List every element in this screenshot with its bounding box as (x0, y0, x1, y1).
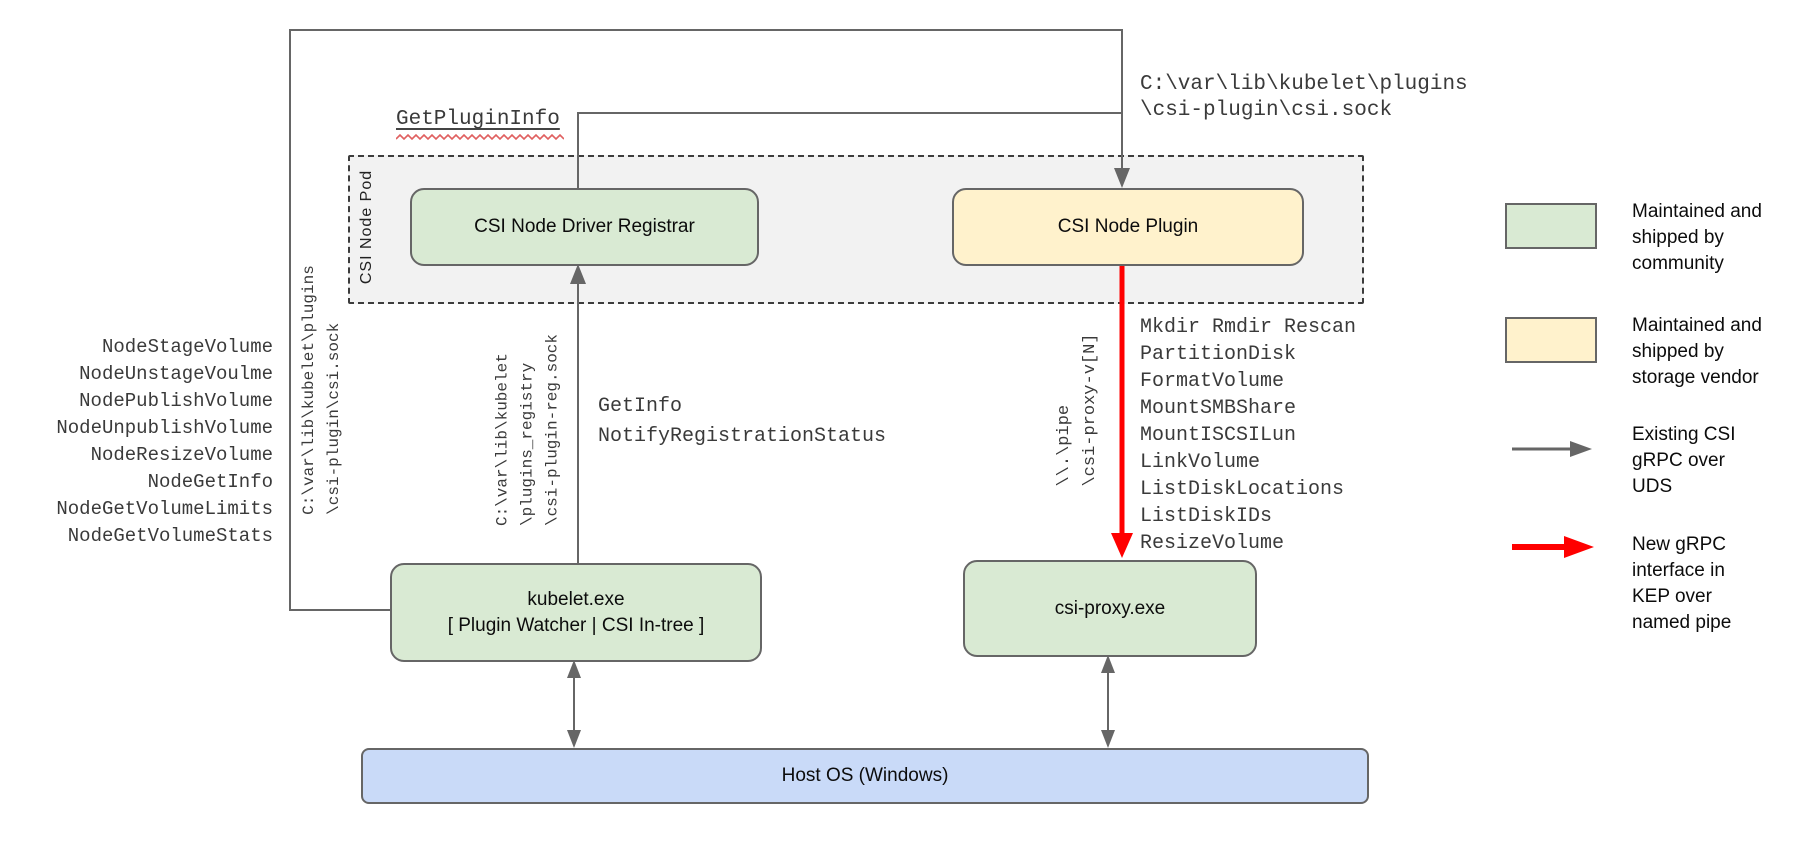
proxy-rpc-call-list: Mkdir Rmdir Rescan PartitionDisk FormatV… (1140, 314, 1356, 557)
csi-sock-path-label: C:\var\lib\kubelet\plugins \csi-plugin\c… (1140, 73, 1468, 122)
proxy-hostos-double-arrow (1101, 655, 1115, 748)
node-rpc-call: NodeResizeVolume (90, 444, 273, 466)
plugin-to-proxy-red-arrow (1111, 262, 1133, 558)
node-rpc-call: NodeUnstageVoulme (79, 363, 273, 385)
registrar-to-plugin-line (577, 112, 1122, 188)
registration-calls-label: GetInfo NotifyRegistrationStatus (598, 395, 887, 448)
proxy-rpc-call: MountSMBShare (1140, 397, 1297, 420)
legend-vendor-swatch (1505, 317, 1597, 363)
node-rpc-call: NodeGetInfo (147, 471, 273, 493)
legend-community-swatch (1505, 203, 1597, 249)
named-pipe-path-vertical-label: \\.\pipe \csi-proxy-v[N] (1055, 333, 1100, 487)
proxy-rpc-call: ListDiskLocations (1140, 478, 1345, 501)
csi-proxy-box: csi-proxy.exe (963, 560, 1257, 657)
getplugininfo-text: GetPluginInfo (396, 108, 560, 131)
proxy-rpc-call: MountISCSILun (1140, 424, 1297, 447)
kubelet-to-plugin-uds-arrow (289, 29, 1130, 611)
legend-uds-arrow (1512, 441, 1592, 457)
node-rpc-call: NodePublishVolume (79, 390, 273, 412)
node-rpc-call: NodeGetVolumeLimits (56, 498, 273, 520)
csi-node-driver-registrar-box: CSI Node Driver Registrar (410, 188, 759, 266)
proxy-rpc-call: ListDiskIDs (1140, 505, 1273, 528)
csi-node-plugin-box: CSI Node Plugin (952, 188, 1304, 266)
kubelet-to-registrar-arrow (570, 264, 586, 563)
legend-uds-label: Existing CSI gRPC over UDS (1632, 424, 1736, 497)
proxy-rpc-call: FormatVolume (1140, 370, 1285, 393)
node-rpc-call-list: NodeStageVolume NodeUnstageVoulme NodePu… (40, 334, 273, 550)
legend-named-pipe-label: New gRPC interface in KEP over named pip… (1632, 534, 1732, 633)
csi-sock-path-vertical-label: C:\var\lib\kubelet\plugins \csi-plugin\c… (300, 265, 343, 515)
legend-named-pipe-arrow (1512, 536, 1594, 558)
spellcheck-squiggle (396, 134, 564, 141)
legend-community-label: Maintained and shipped by community (1632, 201, 1762, 274)
kubelet-box: kubelet.exe [ Plugin Watcher | CSI In-tr… (390, 563, 762, 662)
host-os-box: Host OS (Windows) (361, 748, 1369, 804)
node-rpc-call: NodeGetVolumeStats (67, 525, 273, 547)
node-rpc-call: NodeStageVolume (101, 336, 273, 358)
proxy-rpc-call: PartitionDisk (1140, 343, 1297, 366)
kubelet-hostos-double-arrow (567, 660, 581, 748)
legend-vendor-label: Maintained and shipped by storage vendor (1632, 315, 1762, 388)
getplugininfo-label: GetPluginInfo (396, 108, 564, 141)
proxy-rpc-call: ResizeVolume (1140, 532, 1285, 555)
proxy-rpc-call: LinkVolume (1140, 451, 1261, 474)
node-rpc-call: NodeUnpublishVolume (56, 417, 273, 439)
proxy-rpc-call: Mkdir Rmdir Rescan (1140, 316, 1357, 339)
registration-sock-vertical-label: C:\var\lib\kubelet \plugins_registry \cs… (493, 333, 562, 527)
